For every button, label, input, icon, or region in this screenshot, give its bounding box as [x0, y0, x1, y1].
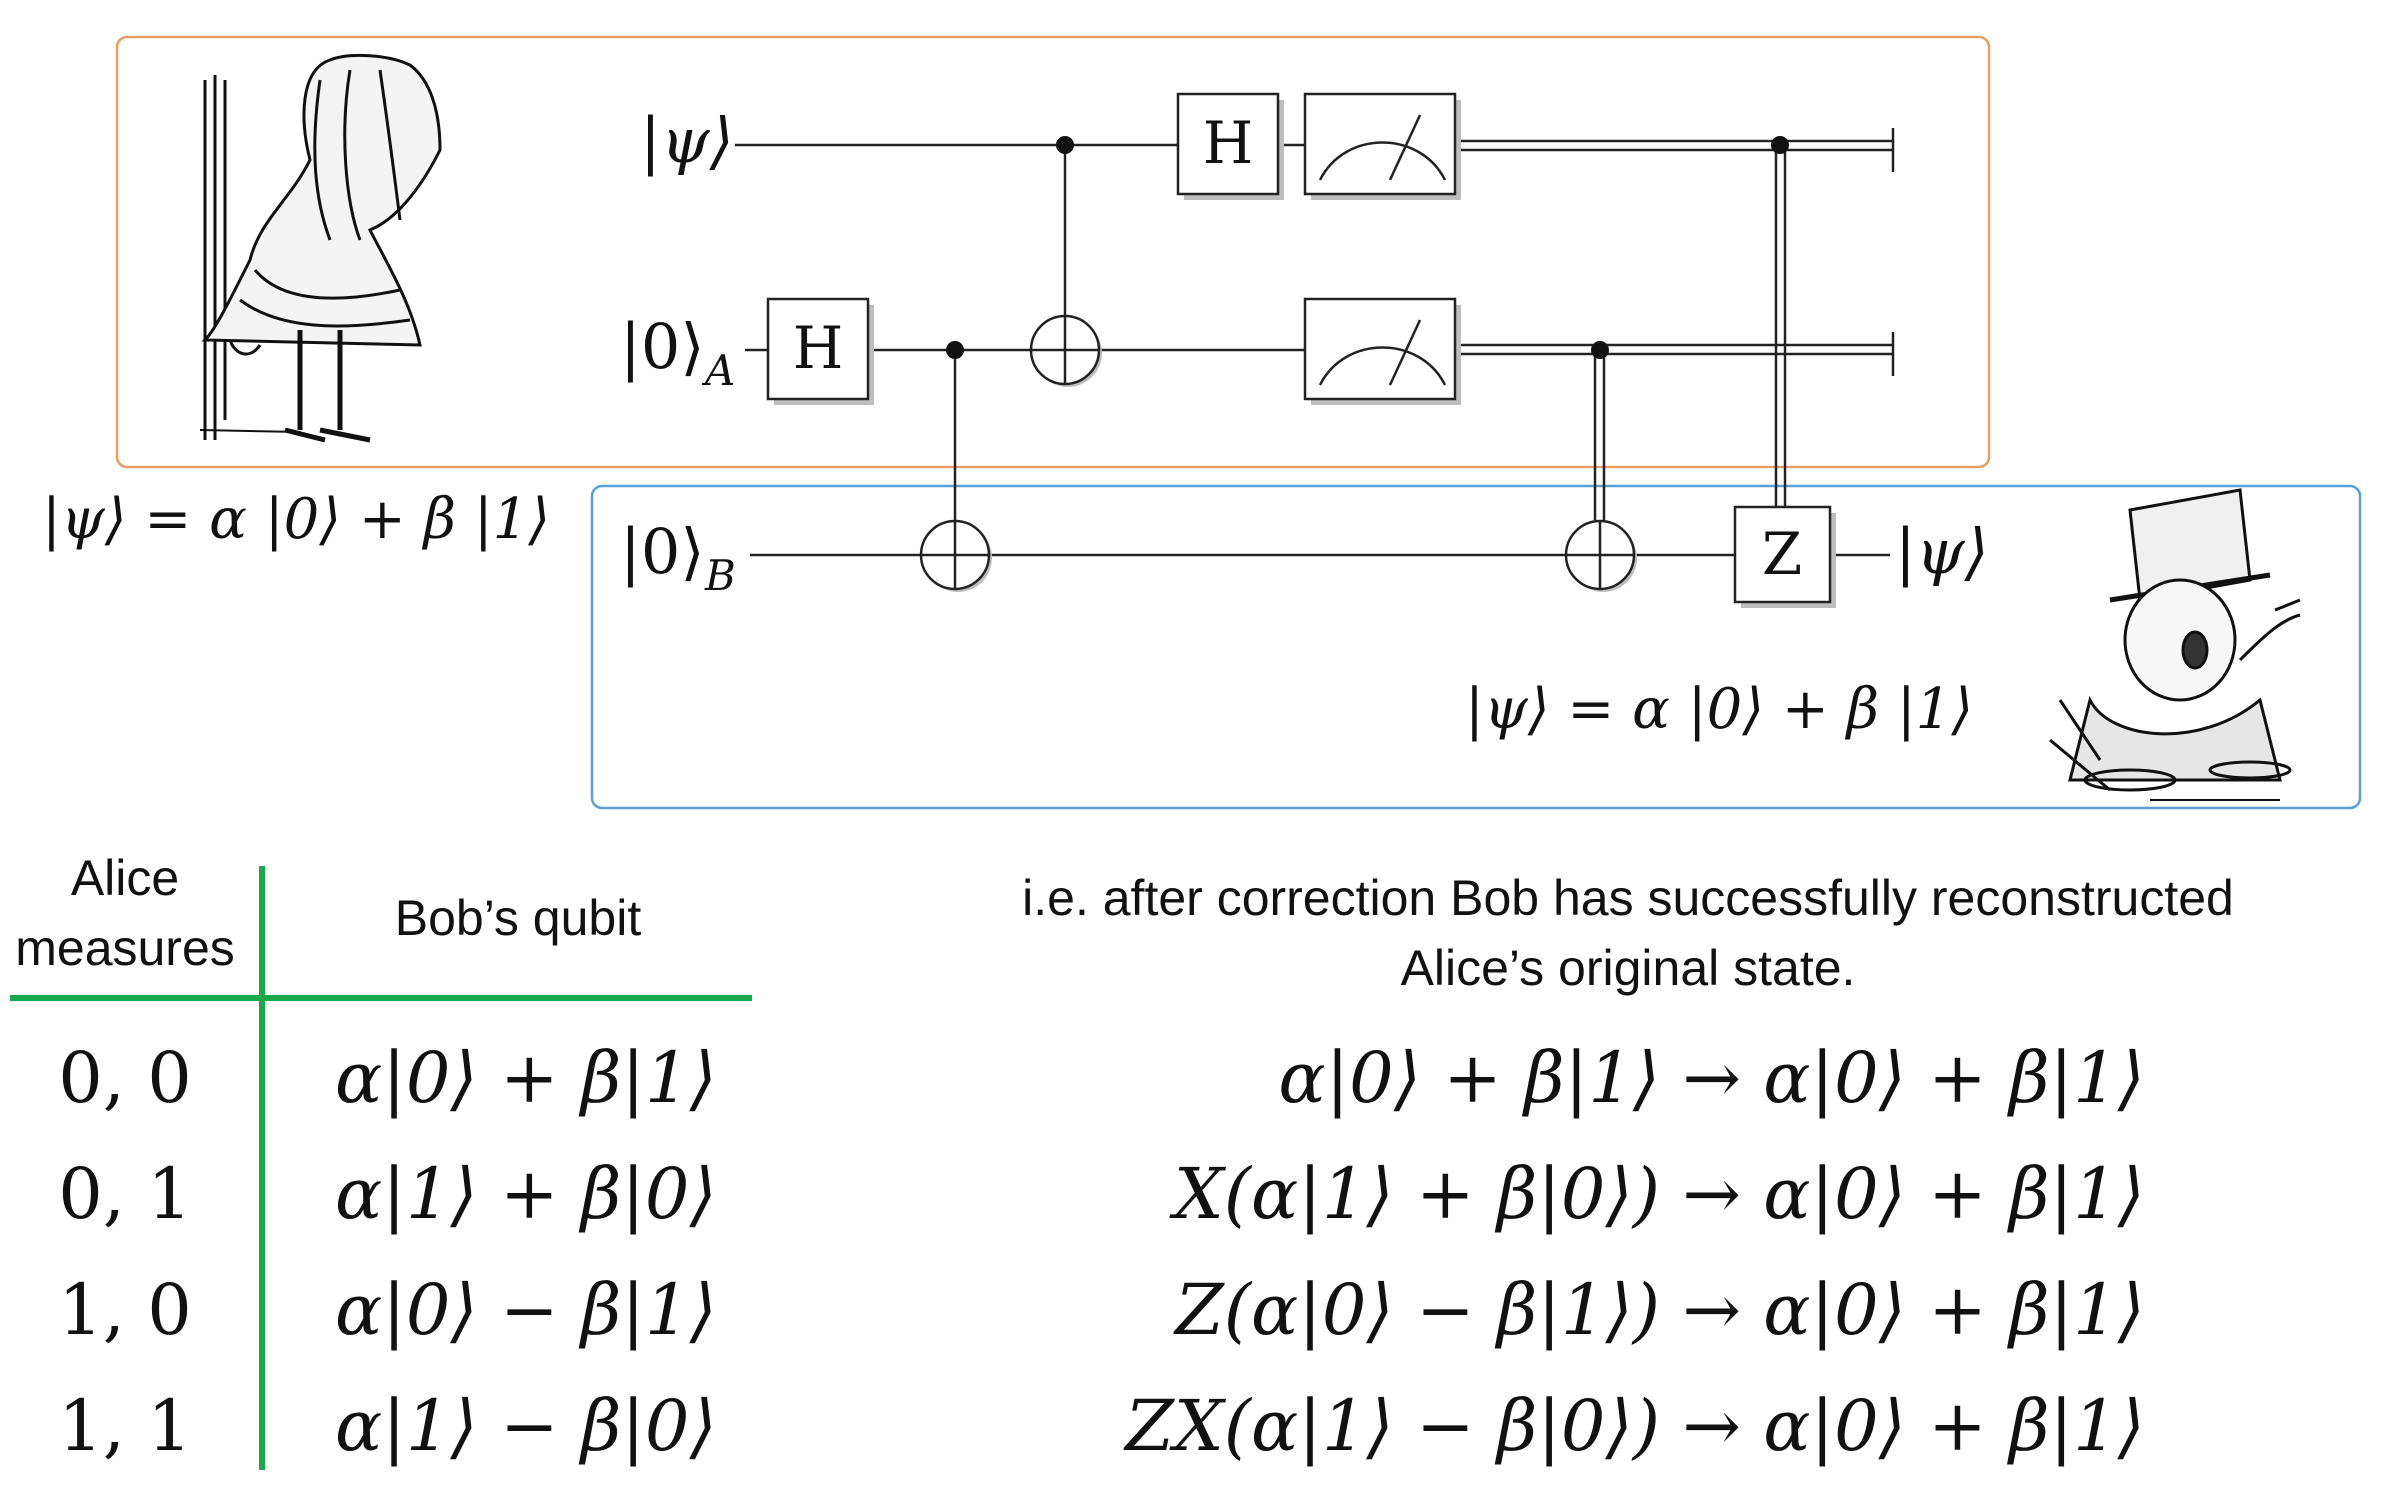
header-measures-line2: measures	[15, 920, 235, 976]
subscript-b: B	[704, 551, 736, 600]
alice-illustration	[199, 53, 442, 443]
qubit-cell: α|0⟩ − β|1⟩	[335, 1269, 717, 1351]
psi-state-alice: |ψ⟩ = α |0⟩ + β |1⟩	[42, 487, 550, 552]
measure-cell: 0, 1	[58, 1153, 192, 1235]
hatter-illustration	[2049, 488, 2301, 801]
gate-label: Z	[1762, 520, 1802, 588]
correction-line2: Alice’s original state.	[1401, 940, 1856, 996]
measure-cell: 1, 1	[58, 1385, 192, 1467]
measure-cell: 1, 0	[58, 1269, 192, 1351]
correction-line1: i.e. after correction Bob has successful…	[1022, 870, 2234, 926]
correction-equation: ZX(α|1⟩ − β|0⟩) → α|0⟩ + β|1⟩	[1123, 1385, 2145, 1467]
header-measures-line1: Alice	[71, 850, 179, 906]
qubit-cell: α|1⟩ − β|0⟩	[335, 1385, 717, 1467]
subscript-a: A	[701, 346, 735, 395]
qubit-cell: α|1⟩ + β|0⟩	[335, 1153, 717, 1235]
hadamard-gate	[1176, 92, 1280, 196]
correction-equation: X(α|1⟩ + β|0⟩) → α|0⟩ + β|1⟩	[1169, 1153, 2145, 1235]
output-psi-label: |ψ⟩	[1895, 515, 1989, 588]
classical-control-dot	[1771, 136, 1789, 154]
qubit-cell: α|0⟩ + β|1⟩	[335, 1037, 717, 1119]
gate-label: H	[793, 314, 844, 382]
measure-cell: 0, 0	[58, 1037, 192, 1119]
input-zero-b-label: |0⟩	[620, 515, 705, 588]
correction-equation: α|0⟩ + β|1⟩ → α|0⟩ + β|1⟩	[1278, 1037, 2145, 1119]
z-gate	[1733, 505, 1832, 604]
classical-control-dot	[1591, 341, 1609, 359]
hadamard-gate	[766, 297, 870, 401]
measurement-gate	[1303, 92, 1457, 196]
psi-state-bob: |ψ⟩ = α |0⟩ + β |1⟩	[1465, 677, 1973, 742]
bob-frame	[590, 484, 2362, 810]
measurement-gate	[1303, 297, 1457, 401]
input-psi-label: |ψ⟩	[640, 104, 734, 177]
gate-label: H	[1203, 109, 1254, 177]
cnot-control-dot	[1056, 136, 1074, 154]
input-zero-a-label: |0⟩	[620, 310, 705, 383]
alice-frame	[115, 35, 1991, 469]
correction-equation: Z(α|0⟩ − β|1⟩) → α|0⟩ + β|1⟩	[1173, 1269, 2145, 1351]
cnot-control-dot	[946, 341, 964, 359]
header-bob-qubit: Bob’s qubit	[395, 890, 642, 946]
